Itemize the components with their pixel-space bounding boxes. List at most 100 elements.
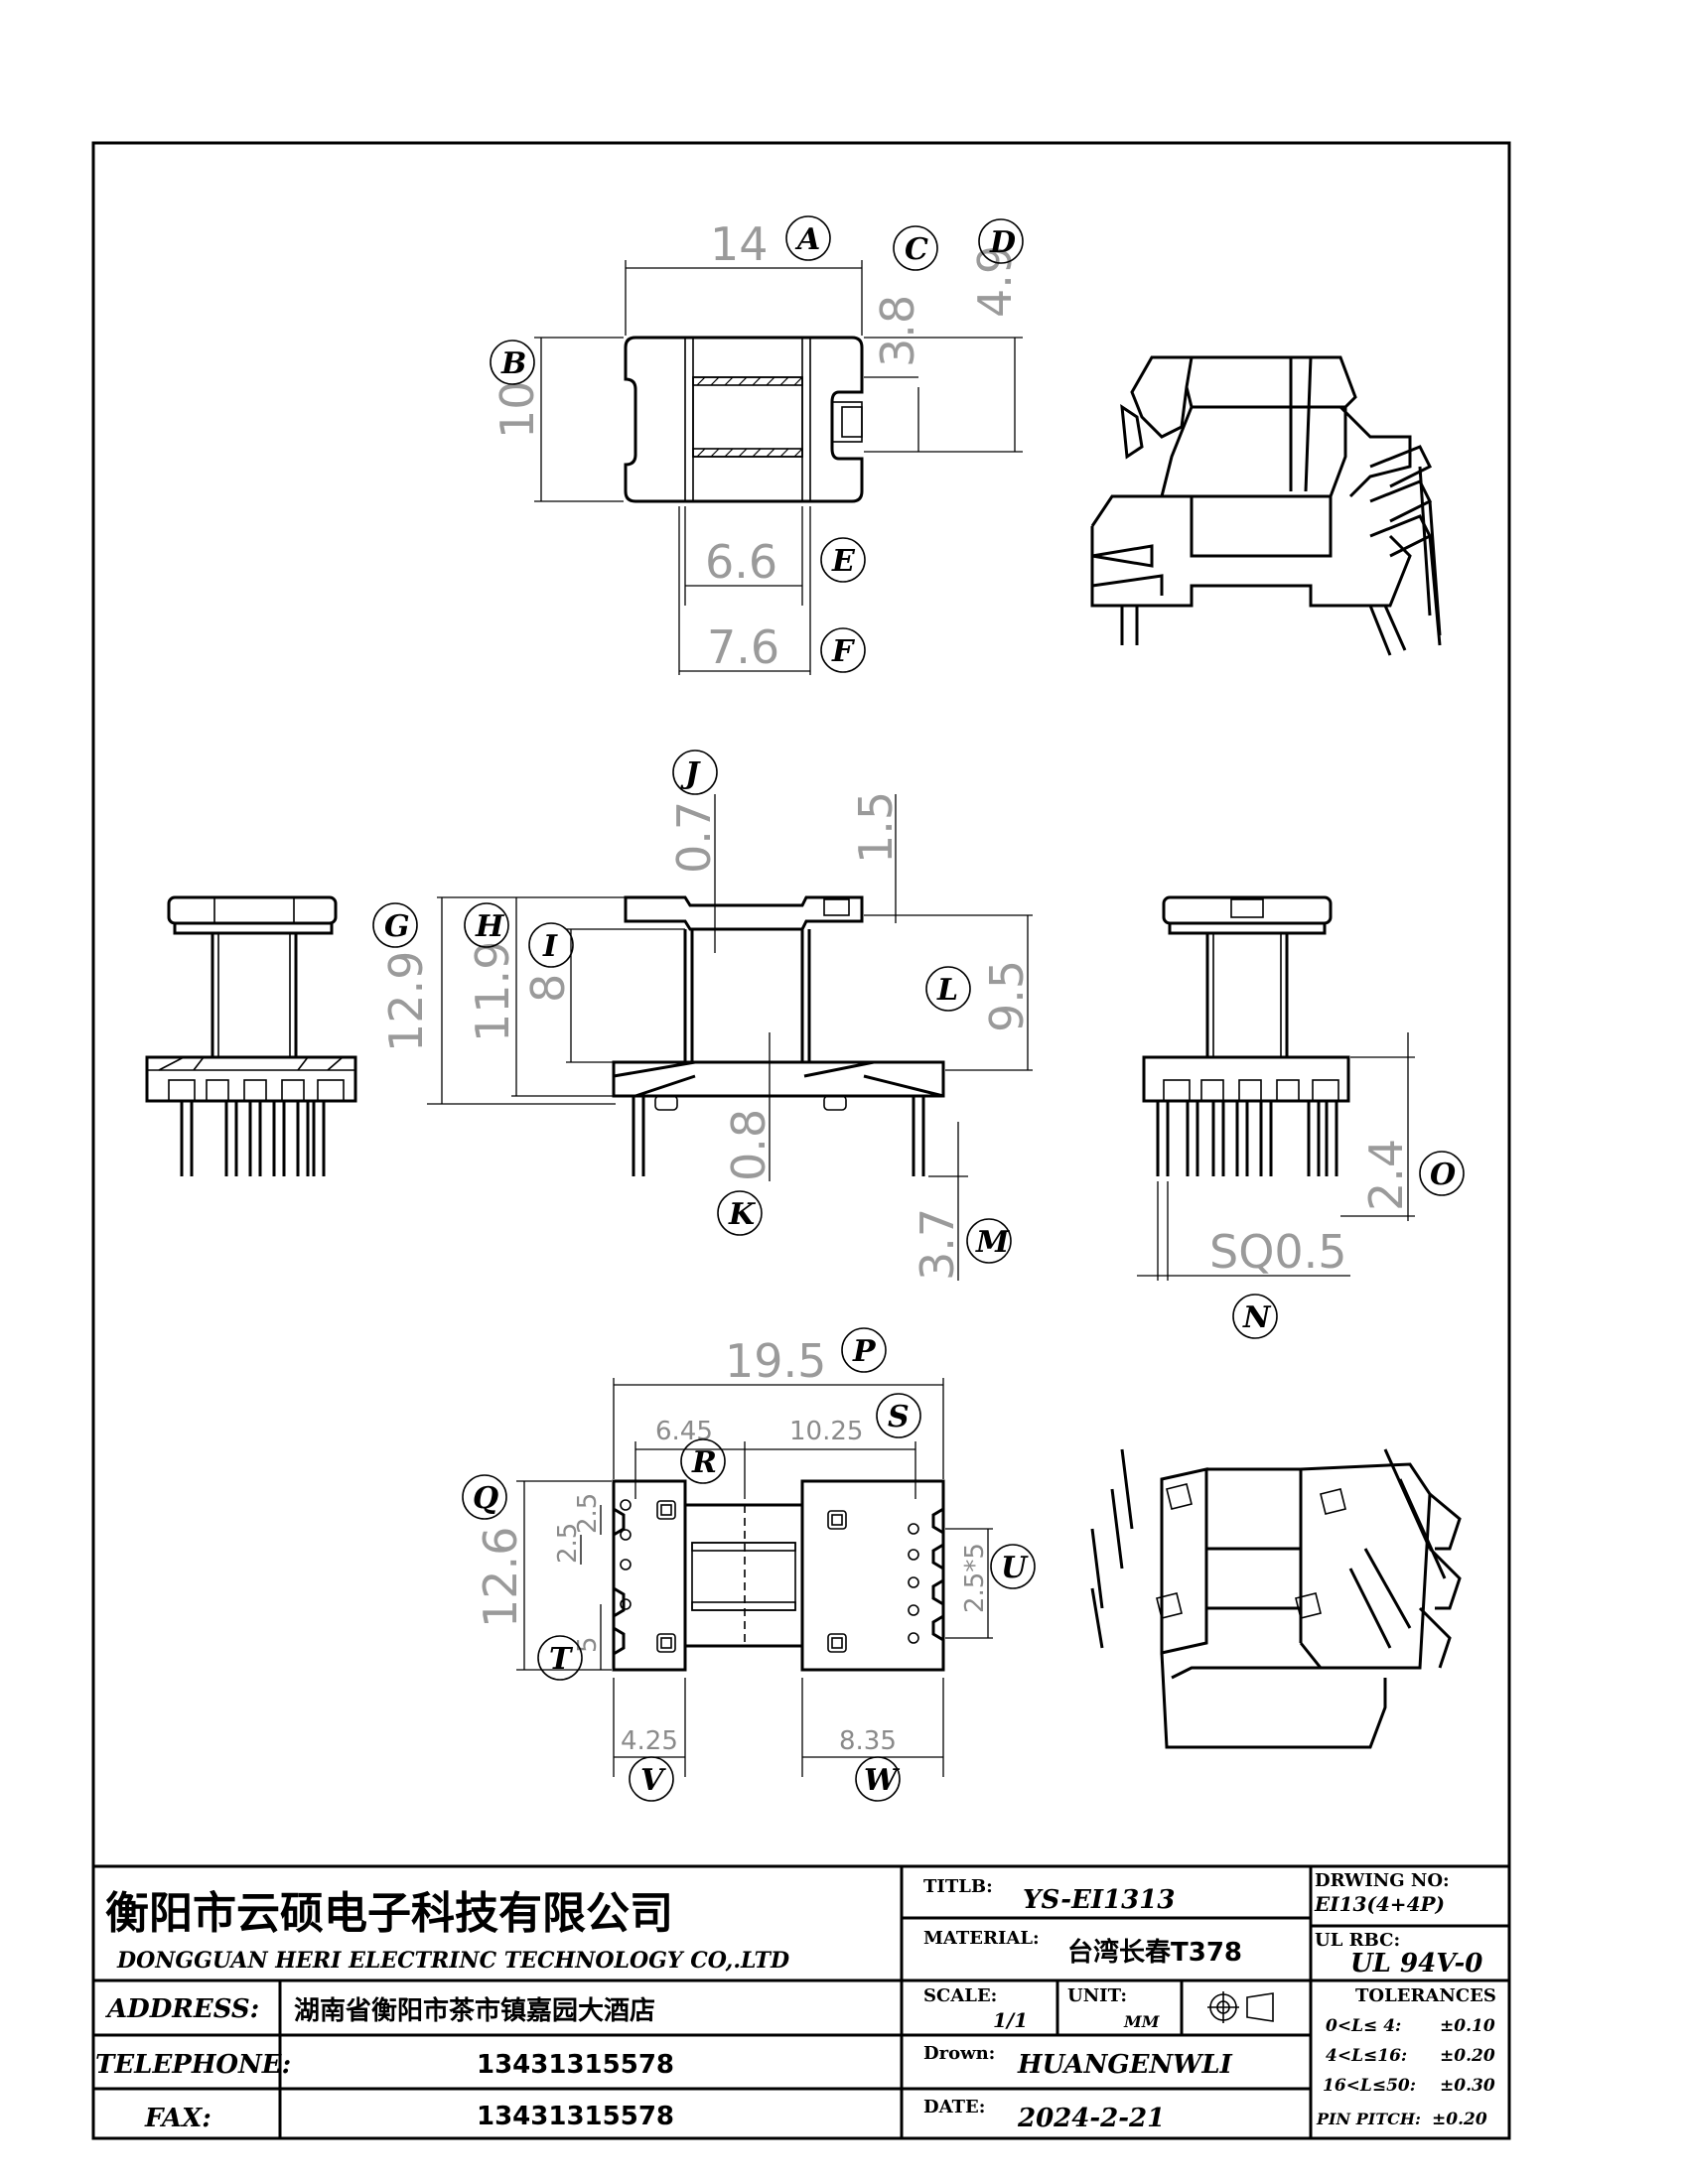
svg-text:G: G (384, 909, 410, 944)
dim-D-value: 4.9 (968, 245, 1022, 318)
isometric-view-bottom (1090, 1448, 1462, 1749)
tolerance-value-2: ±0.20 (1440, 2046, 1495, 2066)
scale-label: SCALE: (923, 1985, 997, 2006)
drawing-no-label: DRWING NO: (1315, 1870, 1450, 1891)
svg-text:H: H (475, 909, 505, 944)
label-E: E (820, 537, 866, 583)
drawn-label: Drown: (923, 2043, 995, 2064)
drawing-no-value: EI13(4+4P) (1314, 1892, 1445, 1916)
svg-text:C: C (905, 232, 928, 267)
title-label: TITLB: (923, 1876, 993, 1897)
dim-U-value: 2.5*5 (960, 1543, 990, 1613)
tolerance-range-1: 0<L≤ 4: (1326, 2016, 1401, 2036)
label-B: B (490, 340, 535, 385)
dim-L-value: 9.5 (980, 960, 1034, 1032)
dim-M-value: 3.7 (911, 1208, 964, 1281)
svg-text:A: A (794, 222, 820, 257)
label-H: H (464, 902, 509, 948)
isometric-view-top (1090, 355, 1442, 656)
side-view-right (1142, 895, 1350, 1176)
dim-K-value: 0.8 (722, 1109, 775, 1181)
drawn-value: HUANGENWLI (1017, 2050, 1233, 2080)
tolerance-value-1: ±0.10 (1440, 2016, 1495, 2036)
dim-R-value: 6.45 (655, 1417, 713, 1446)
label-J: J (672, 750, 718, 795)
label-S: S (876, 1393, 921, 1438)
dim-E-value: 6.6 (705, 535, 777, 589)
bottom-view-dimensions: 19.5 6.45 10.25 12.6 2.5 2.5 5 2.5*5 4.2… (462, 1327, 1036, 1802)
label-D: D (978, 218, 1024, 264)
label-O: O (1419, 1151, 1465, 1196)
date-label: DATE: (923, 2097, 985, 2117)
tolerance-range-3: 16<L≤50: (1323, 2076, 1416, 2096)
svg-text:T: T (549, 1642, 574, 1677)
side-view-right-dimensions: 2.4 SQ0.5 O N (1137, 1032, 1465, 1339)
top-view (624, 336, 864, 503)
label-V: V (629, 1756, 674, 1802)
date-value: 2024-2-21 (1017, 2104, 1165, 2133)
label-P: P (841, 1327, 887, 1373)
label-Q: Q (462, 1474, 507, 1520)
dim-Q-value: 12.6 (474, 1527, 527, 1628)
telephone-label: TELEPHONE: (95, 2050, 291, 2080)
svg-text:F: F (831, 634, 856, 669)
telephone-value: 13431315578 (477, 2050, 674, 2080)
dim-G-value: 12.9 (379, 951, 433, 1052)
svg-text:V: V (640, 1763, 666, 1798)
pin-pitch-label: PIN PITCH: (1316, 2110, 1421, 2128)
label-L: L (925, 966, 971, 1012)
dim-J-value: 0.7 (667, 801, 721, 874)
svg-text:M: M (975, 1225, 1010, 1260)
dim-S-value: 10.25 (789, 1417, 863, 1446)
fax-label: FAX: (144, 2104, 211, 2133)
label-T: T (537, 1635, 583, 1681)
tolerance-range-2: 4<L≤16: (1326, 2046, 1407, 2066)
svg-text:P: P (852, 1334, 877, 1369)
title-block: 衡阳市云硕电子科技有限公司 DONGGUAN HERI ELECTRINC TE… (93, 1864, 1509, 2138)
dim-V-value: 4.25 (621, 1726, 678, 1756)
label-M: M (966, 1218, 1012, 1264)
dim-T3-value: 2.5 (553, 1523, 583, 1564)
dim-F-value: 7.6 (707, 620, 779, 674)
svg-text:K: K (728, 1197, 757, 1232)
svg-text:I: I (542, 929, 558, 964)
svg-text:O: O (1430, 1158, 1456, 1192)
tolerances-label: TOLERANCES (1355, 1985, 1496, 2006)
dim-C-value: 3.8 (871, 295, 924, 367)
title-value: YS-EI1313 (1023, 1885, 1175, 1915)
material-value: 台湾长春T378 (1067, 1937, 1242, 1968)
scale-value: 1/1 (993, 2008, 1028, 2032)
ul-label: UL RBC: (1315, 1930, 1400, 1951)
unit-label: UNIT: (1067, 1985, 1127, 2006)
dim-A-value: 14 (710, 217, 769, 271)
dim-N-value: SQ0.5 (1209, 1225, 1347, 1279)
label-U: U (990, 1544, 1036, 1589)
company-name-en: DONGGUAN HERI ELECTRINC TECHNOLOGY CO,.L… (116, 1948, 789, 1974)
tolerance-value-3: ±0.30 (1440, 2076, 1495, 2096)
label-G: G (372, 902, 418, 948)
dim-T2-value: 2.5 (573, 1493, 603, 1534)
dim-H-value: 11.9 (466, 941, 519, 1042)
dim-W-value: 8.35 (839, 1726, 897, 1756)
svg-text:B: B (500, 346, 526, 381)
svg-text:L: L (936, 973, 958, 1008)
svg-text:Q: Q (473, 1481, 498, 1516)
dim-I-value: 8 (521, 974, 575, 1003)
fax-value: 13431315578 (477, 2102, 674, 2131)
svg-text:N: N (1242, 1300, 1272, 1335)
label-K: K (717, 1190, 763, 1236)
label-R: R (680, 1438, 726, 1484)
front-view-middle (612, 895, 945, 1176)
label-C: C (893, 225, 938, 271)
svg-text:E: E (831, 544, 856, 579)
dim-O-value: 2.4 (1359, 1139, 1413, 1211)
label-F: F (820, 627, 866, 673)
svg-text:D: D (989, 225, 1016, 260)
front-view-dimensions: 12.9 11.9 8 0.7 1.5 9.5 0.8 3.7 G H I J … (372, 750, 1034, 1281)
label-A: A (785, 215, 831, 261)
label-N: N (1232, 1294, 1278, 1339)
ul-value: UL 94V-0 (1350, 1949, 1482, 1979)
dim-B-value: 10 (491, 380, 544, 439)
side-view-left (145, 895, 357, 1176)
